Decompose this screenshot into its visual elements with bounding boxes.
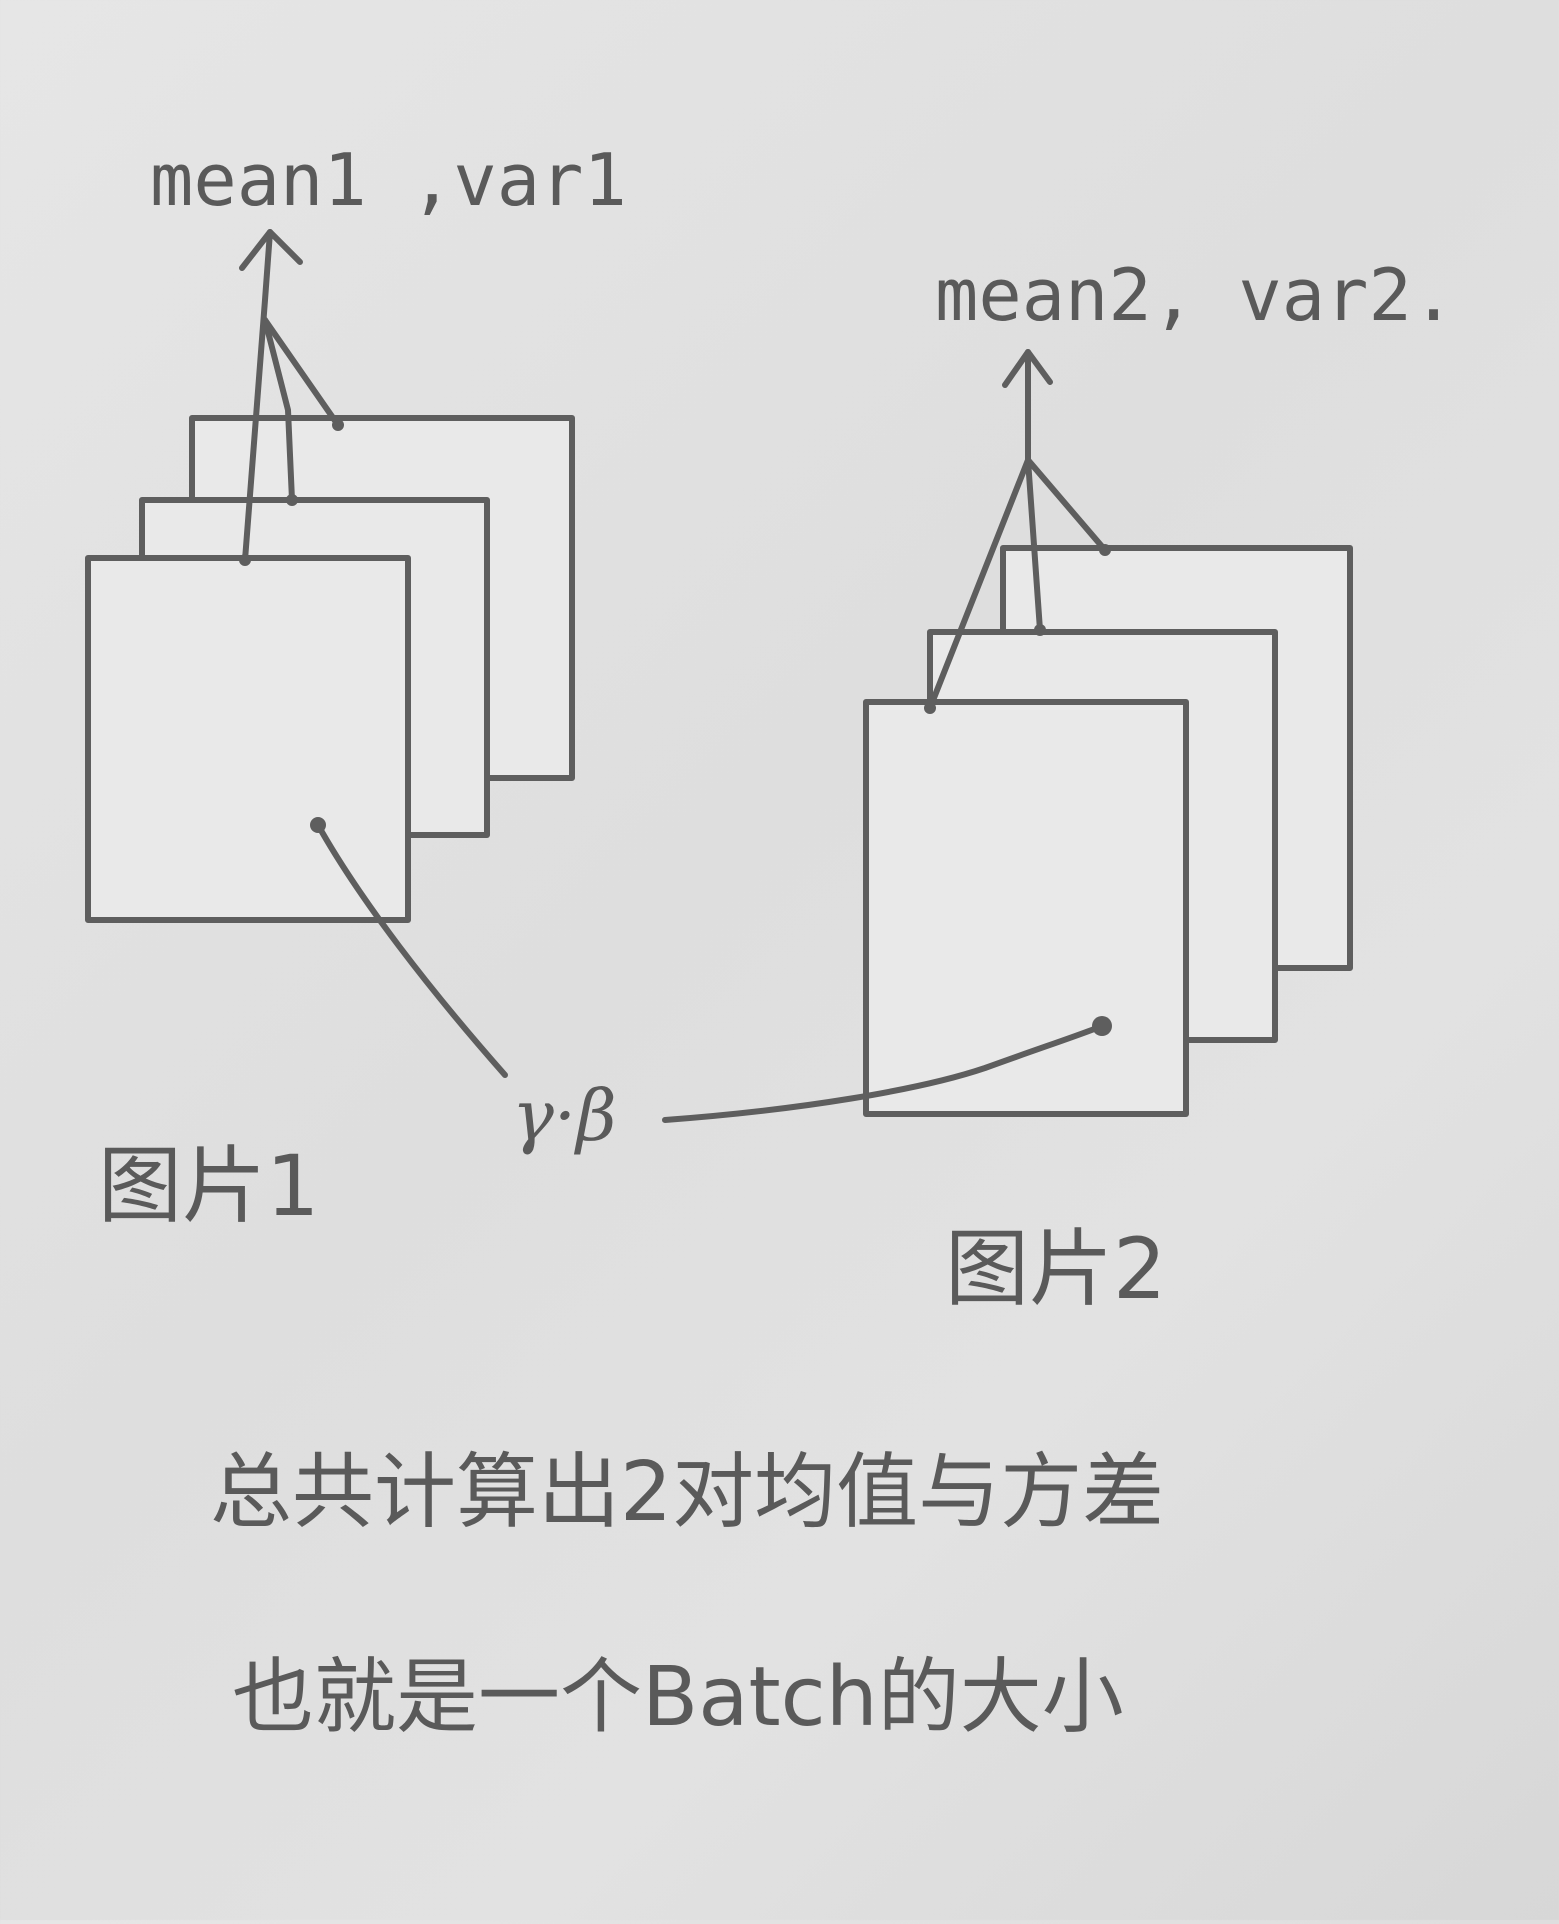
image1-caption: 图片1	[98, 1137, 319, 1235]
gamma-beta-label: γ·β	[512, 1075, 617, 1157]
image2-stats-label: mean2, var2.	[935, 253, 1455, 337]
note-line-2: 也就是一个Batch的大小	[232, 1650, 1124, 1745]
image2-aggregation-arrow	[924, 349, 1111, 714]
shared-param-connectors	[310, 817, 1112, 1123]
note-line-1: 总共计算出2对均值与方差	[210, 1445, 1164, 1540]
image2-channel-front	[863, 699, 1189, 1117]
image1-aggregation-arrow	[239, 229, 344, 566]
image2-channel-stack	[863, 545, 1353, 1117]
image1-stats-label: mean1 ,var1	[150, 138, 627, 222]
image1-channel-front	[85, 555, 411, 923]
image2-caption: 图片2	[945, 1220, 1166, 1318]
